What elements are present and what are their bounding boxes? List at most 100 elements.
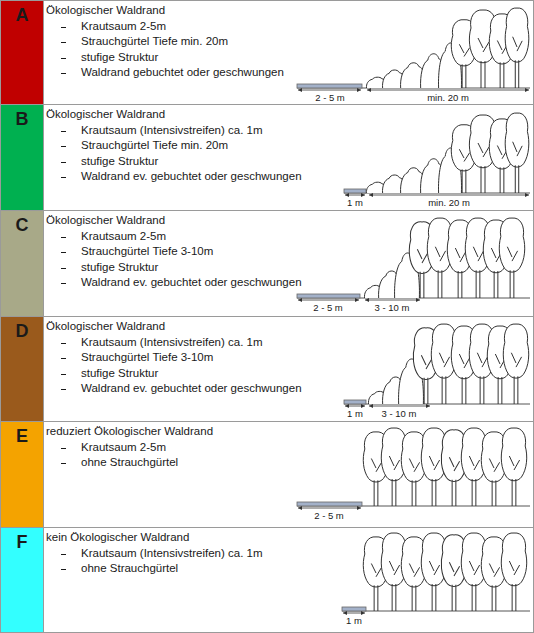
herb-strip [344, 400, 366, 404]
category-description-cell: Ökologischer WaldrandKrautsaum (Intensiv… [43, 104, 534, 211]
bullet-text: ohne Strauchgürtel [81, 562, 178, 574]
bullet-item: Strauchgürtel Tiefe 3-10m [44, 350, 321, 366]
bullet-dash [61, 374, 66, 375]
bullet-item: stufige Struktur [44, 260, 321, 276]
bullet-text: Krautsaum (Intensivstreifen) ca. 1m [81, 336, 263, 348]
bullet-item: Krautsaum 2-5m [44, 19, 321, 35]
dimension-line [298, 90, 361, 91]
dimension-line [298, 300, 359, 301]
bullet-text: stufige Struktur [81, 367, 158, 379]
bullet-item: stufige Struktur [44, 50, 321, 66]
dimension-label: 1 m [346, 615, 362, 626]
bullet-text: Waldrand ev. gebuchtet oder geschwungen [81, 170, 302, 182]
bullet-dash [61, 554, 66, 555]
bullet-text: Krautsaum (Intensivstreifen) ca. 1m [81, 547, 263, 559]
bullet-dash [61, 42, 66, 43]
bullet-text: stufige Struktur [81, 261, 158, 273]
dimension-line [298, 508, 361, 509]
ground-line [344, 193, 530, 194]
bullet-text: Krautsaum 2-5m [81, 441, 166, 453]
category-description-cell: Ökologischer WaldrandKrautsaum 2-5mStrau… [43, 0, 534, 105]
ground-line [297, 88, 530, 89]
dimension-label: 3 - 10 m [382, 408, 417, 419]
bullet-dash [61, 237, 66, 238]
dimension-line [345, 406, 365, 407]
bullet-dash [61, 146, 66, 147]
category-letter: B [1, 105, 43, 129]
dimension-label: 2 - 5 m [314, 510, 344, 521]
dimension-line [343, 613, 365, 614]
bullet-dash [61, 177, 66, 178]
section-heading: Ökologischer Waldrand [44, 317, 326, 335]
dimension-label: min. 20 m [428, 197, 470, 208]
bullet-text: stufige Struktur [81, 155, 158, 167]
category-letter-box: F [0, 527, 44, 633]
bullet-text: Krautsaum (Intensivstreifen) ca. 1m [81, 124, 263, 136]
bullet-dash [61, 463, 66, 464]
bullet-text: Strauchgürtel Tiefe 3-10m [81, 245, 213, 257]
dimension-label: 3 - 10 m [375, 302, 410, 313]
bullet-dash [61, 448, 66, 449]
bullet-dash [61, 283, 66, 284]
bullet-dash [61, 343, 66, 344]
dimension-label: min. 20 m [427, 92, 469, 103]
dimension-line [369, 195, 529, 196]
category-letter-box: C [0, 210, 44, 317]
section-heading: kein Ökologischer Waldrand [44, 528, 326, 546]
herb-strip [297, 84, 362, 88]
bullet-item: Waldrand ev. gebuchtet oder geschwungen [44, 169, 321, 185]
bullet-text: stufige Struktur [81, 51, 158, 63]
bullet-dash [61, 268, 66, 269]
bullet-item: Krautsaum (Intensivstreifen) ca. 1m [44, 546, 321, 562]
bullet-text: Strauchgürtel Tiefe 3-10m [81, 351, 213, 363]
category-letter-box: E [0, 421, 44, 528]
category-description-cell: Ökologischer WaldrandKrautsaum 2-5mStrau… [43, 210, 534, 317]
vegetation [366, 8, 528, 88]
bullet-text: ohne Strauchgürtel [81, 456, 178, 468]
category-description-cell: reduziert Ökologischer WaldrandKrautsaum… [43, 421, 534, 528]
category-letter: D [1, 317, 43, 341]
bullet-item: ohne Strauchgürtel [44, 455, 321, 471]
bullet-text: Strauchgürtel Tiefe min. 20m [81, 139, 228, 151]
bullet-item: Waldrand gebuchtet oder geschwungen [44, 65, 321, 81]
ground-line [297, 506, 530, 507]
dimension-line [369, 406, 430, 407]
category-letter: C [1, 211, 43, 235]
bullet-dash [61, 162, 66, 163]
vegetation [368, 324, 528, 404]
dimension-line [345, 195, 365, 196]
ground-line [344, 404, 530, 405]
category-letter: E [1, 422, 43, 446]
section-heading: reduziert Ökologischer Waldrand [44, 422, 326, 440]
bullet-item: Krautsaum 2-5m [44, 440, 321, 456]
category-letter-box: A [0, 0, 44, 105]
bullet-dash [61, 569, 66, 570]
bullet-item: Strauchgürtel Tiefe min. 20m [44, 138, 321, 154]
ground-line [297, 298, 530, 299]
bullet-item: Waldrand ev. gebuchtet oder geschwungen [44, 275, 321, 291]
bullet-item: stufige Struktur [44, 154, 321, 170]
dimension-label: 1 m [347, 197, 363, 208]
bullet-text: Waldrand ev. gebuchtet oder geschwungen [81, 382, 302, 394]
bullet-text: Strauchgürtel Tiefe min. 20m [81, 35, 228, 47]
herb-strip [297, 294, 360, 298]
bullet-dash [61, 252, 66, 253]
bullet-item: Krautsaum 2-5m [44, 229, 321, 245]
bullet-dash [61, 131, 66, 132]
section-heading: Ökologischer Waldrand [44, 211, 326, 229]
bullet-item: ohne Strauchgürtel [44, 561, 321, 577]
dimension-label: 1 m [347, 408, 363, 419]
category-letter: A [1, 1, 43, 25]
bullet-item: Krautsaum (Intensivstreifen) ca. 1m [44, 123, 321, 139]
section-heading: Ökologischer Waldrand [44, 1, 326, 19]
bullet-item: stufige Struktur [44, 366, 321, 382]
section-heading: Ökologischer Waldrand [44, 105, 326, 123]
dimension-line [365, 300, 420, 301]
vegetation [364, 218, 524, 298]
category-letter-box: B [0, 104, 44, 211]
bullet-item: Strauchgürtel Tiefe min. 20m [44, 34, 321, 50]
bullet-dash [61, 58, 66, 59]
vegetation [363, 533, 526, 611]
category-description-cell: Ökologischer WaldrandKrautsaum (Intensiv… [43, 316, 534, 422]
bullet-item: Waldrand ev. gebuchtet oder geschwungen [44, 381, 321, 397]
